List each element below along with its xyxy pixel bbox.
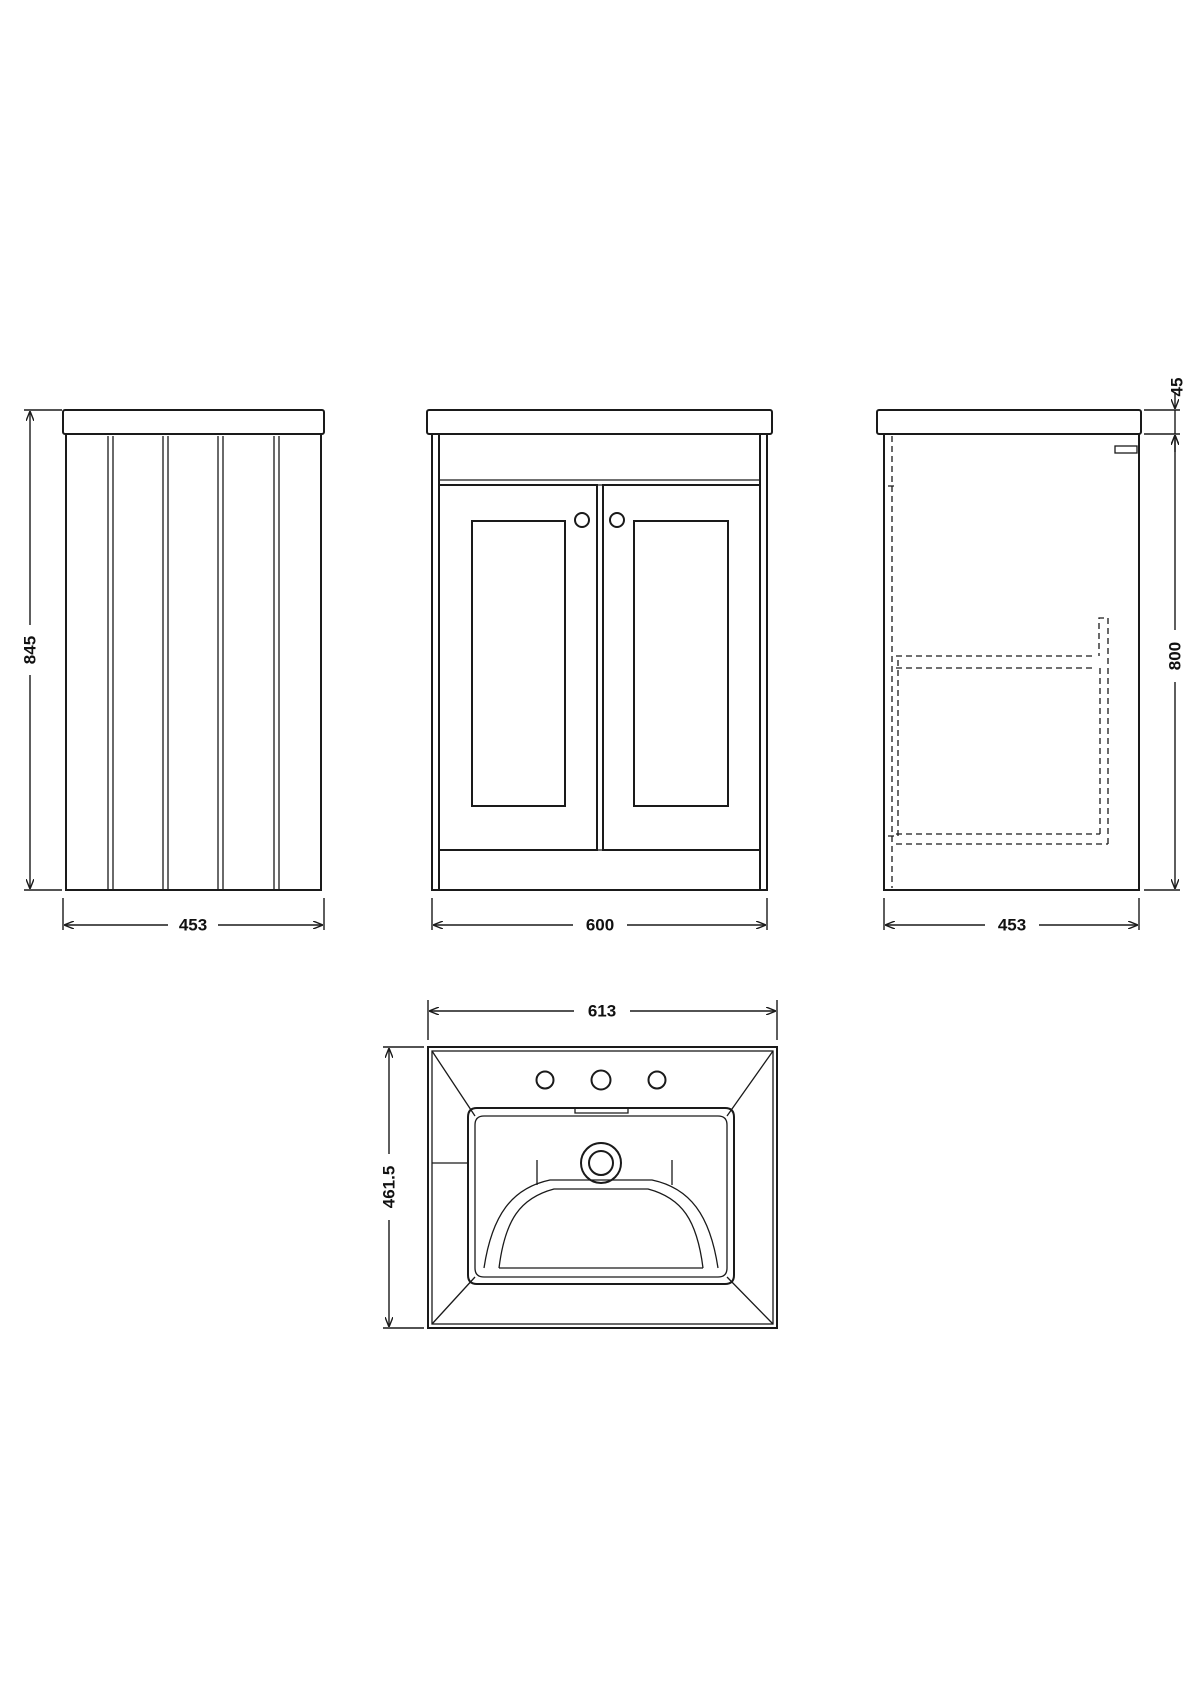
left-door-panel (471, 520, 566, 807)
basin-contours (432, 1108, 719, 1269)
left-body (65, 434, 322, 891)
dim-right-body: 800 (1144, 436, 1187, 891)
right-side-view: 45 800 453 (876, 378, 1187, 937)
basin-bowl-inner (474, 1115, 728, 1278)
dim-label-left-height: 845 (20, 636, 39, 664)
left-panel-grooves (107, 436, 280, 890)
dim-label-left-width: 453 (179, 915, 207, 934)
tap-holes (535, 1069, 667, 1091)
dim-left-width: 453 (62, 898, 325, 937)
tap-hole-center (590, 1069, 612, 1091)
dim-basin-width: 613 (427, 999, 778, 1040)
dim-label-front-width: 600 (586, 915, 614, 934)
front-body (431, 434, 768, 891)
left-worktop (62, 409, 325, 435)
dim-right-top: 45 (1144, 378, 1186, 452)
hidden-lines (888, 436, 1109, 888)
right-worktop (876, 409, 1142, 435)
dim-label-basin-width: 613 (588, 1001, 616, 1020)
basin-plan-view: 613 461.5 (378, 999, 778, 1329)
right-door[interactable] (602, 484, 761, 851)
tap-hole-left (535, 1070, 555, 1090)
right-door-panel (633, 520, 729, 807)
left-side-view: 845 453 (20, 409, 325, 937)
dim-label-basin-depth: 461.5 (379, 1166, 398, 1209)
overflow-detail (1114, 445, 1138, 454)
left-door[interactable] (438, 484, 598, 851)
basin-outer-rim (427, 1046, 778, 1329)
dim-label-right-width: 453 (998, 915, 1026, 934)
basin-bowl-outer (467, 1107, 735, 1285)
right-body (883, 434, 1140, 891)
tap-hole-right (647, 1070, 667, 1090)
dim-left-height: 845 (20, 409, 62, 891)
front-view: 600 (426, 409, 773, 937)
right-door-knob (609, 512, 625, 528)
left-door-knob (574, 512, 590, 528)
dim-front-width: 600 (431, 898, 768, 937)
basin-waste (580, 1142, 622, 1184)
dim-label-right-top: 45 (1167, 378, 1186, 397)
dim-label-right-body: 800 (1165, 642, 1184, 670)
dim-basin-depth: 461.5 (378, 1046, 424, 1329)
dim-right-width: 453 (883, 898, 1140, 937)
basin-inner-rim (431, 1050, 774, 1325)
basin-bevels (431, 1050, 774, 1325)
front-worktop (426, 409, 773, 435)
